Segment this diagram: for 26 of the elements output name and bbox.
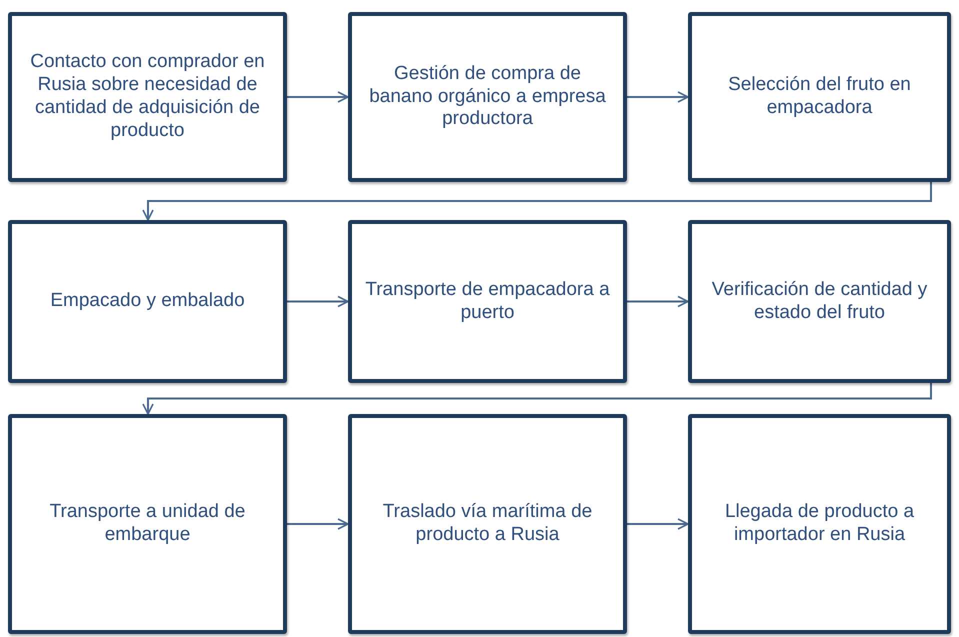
step-text: Contacto con comprador en Rusia sobre necesidad de cantidad de adquisición de producto bbox=[29, 51, 266, 143]
step-text: Empacado y embalado bbox=[50, 290, 245, 313]
arrow bbox=[142, 383, 932, 415]
step-text: Llegada de producto a importador en Rusia bbox=[724, 501, 916, 547]
process-box bbox=[688, 220, 951, 383]
arrow bbox=[142, 182, 932, 221]
step-text: Transporte a unidad de embarque bbox=[48, 501, 246, 547]
step-text: Transporte de empacadora a puerto bbox=[364, 278, 611, 324]
process-box bbox=[348, 414, 627, 634]
arrow bbox=[287, 518, 349, 530]
process-box bbox=[348, 12, 627, 182]
step-text: Traslado vía marítima de producto a Rusia bbox=[382, 501, 594, 547]
arrow bbox=[287, 296, 349, 308]
process-box bbox=[688, 414, 951, 634]
arrow bbox=[627, 518, 689, 530]
arrow bbox=[627, 296, 689, 308]
arrow bbox=[627, 91, 689, 103]
step-text: Selección del fruto en empacadora bbox=[727, 74, 912, 120]
step-text: Verificación de cantidad y estado del fruto bbox=[710, 278, 928, 324]
process-box bbox=[688, 12, 951, 182]
arrow bbox=[287, 91, 349, 103]
process-box bbox=[8, 220, 287, 383]
process-box bbox=[8, 12, 287, 182]
process-box bbox=[8, 414, 287, 634]
process-box bbox=[348, 220, 627, 383]
step-text: Gestión de compra de banano orgánico a empresa productora bbox=[368, 62, 607, 132]
